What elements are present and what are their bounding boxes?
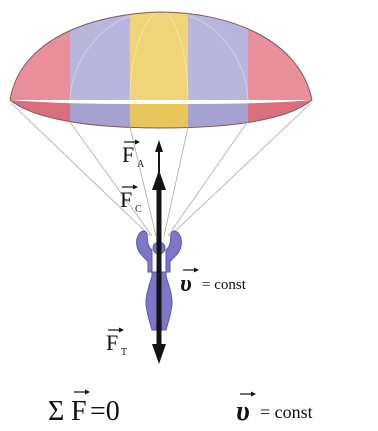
bottom-velocity-const: = const xyxy=(260,402,313,422)
lift-force-subscript: A xyxy=(137,159,145,170)
lift-arrow-head xyxy=(155,140,163,152)
sum-symbol: Σ xyxy=(48,396,64,427)
bottom-velocity-symbol: υ xyxy=(236,396,250,427)
lift-force-symbol: F xyxy=(122,142,134,167)
equilibrium-equation: Σ F =0 υ = const xyxy=(48,390,313,428)
velocity-symbol: υ xyxy=(180,271,192,297)
drag-force-label: F C xyxy=(120,185,142,216)
gravity-force-symbol: F xyxy=(106,330,118,355)
sum-equals-zero: =0 xyxy=(90,396,120,427)
velocity-const: = const xyxy=(202,277,247,293)
gravity-force-subscript: T xyxy=(121,347,127,358)
sum-force-symbol: F xyxy=(71,396,87,427)
drag-force-symbol: F xyxy=(120,187,132,212)
lift-force-label: F A xyxy=(122,140,145,171)
gravity-arrow-head xyxy=(152,344,166,364)
parachute-canopy xyxy=(0,0,328,135)
velocity-label: υ = const xyxy=(180,268,247,298)
drag-force-subscript: C xyxy=(135,204,142,215)
gravity-force-label: F T xyxy=(106,328,127,359)
